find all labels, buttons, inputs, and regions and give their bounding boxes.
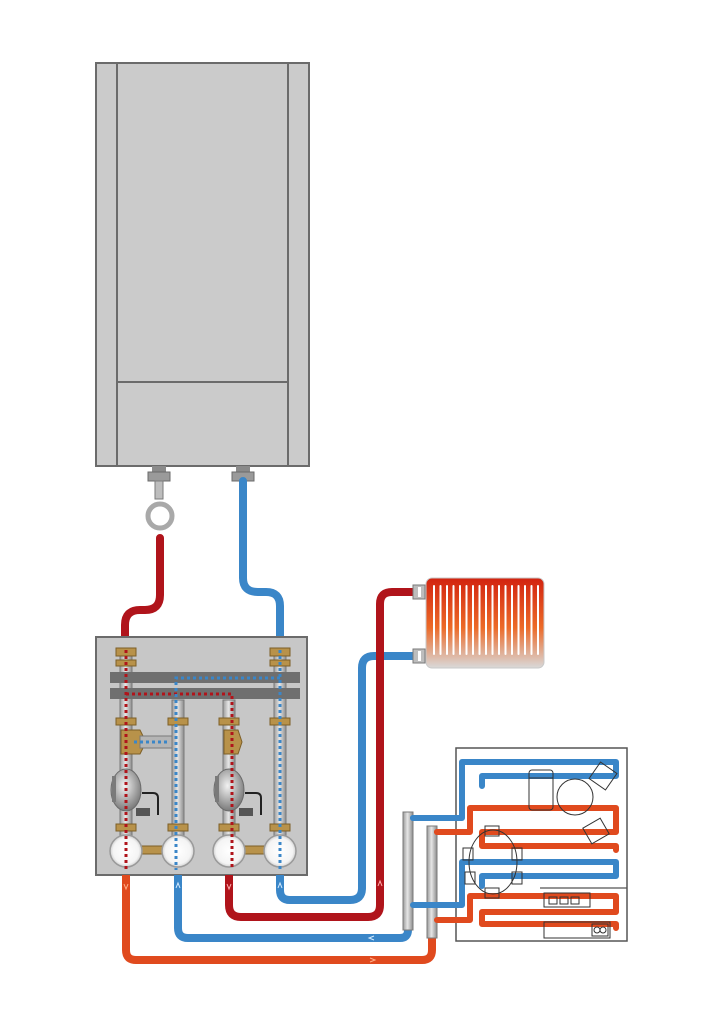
pipe-radiator-return [276, 652, 420, 904]
pump-icon[interactable] [213, 768, 262, 816]
mixing-valve-branch [139, 735, 173, 749]
floor-heating-manifold [402, 811, 438, 939]
floor-heating-loops [410, 759, 619, 931]
brass-fittings [115, 647, 291, 855]
pipe-floor-return [174, 875, 412, 942]
thermometer-icon [212, 834, 246, 868]
boiler-connection-gas [145, 466, 175, 531]
radiator-icon [412, 577, 545, 669]
pipe-cold-return [239, 477, 284, 654]
thermometer-icon [161, 834, 195, 868]
pipe-radiator-supply [225, 588, 420, 921]
boiler [95, 62, 310, 467]
furniture-icon [462, 761, 618, 939]
flow-arrows [123, 879, 383, 963]
gas-tap-icon[interactable] [145, 501, 175, 531]
pipe-floor-supply [122, 875, 436, 964]
pipe-hot-supply [121, 534, 164, 654]
internal-flow-lines [124, 650, 282, 870]
